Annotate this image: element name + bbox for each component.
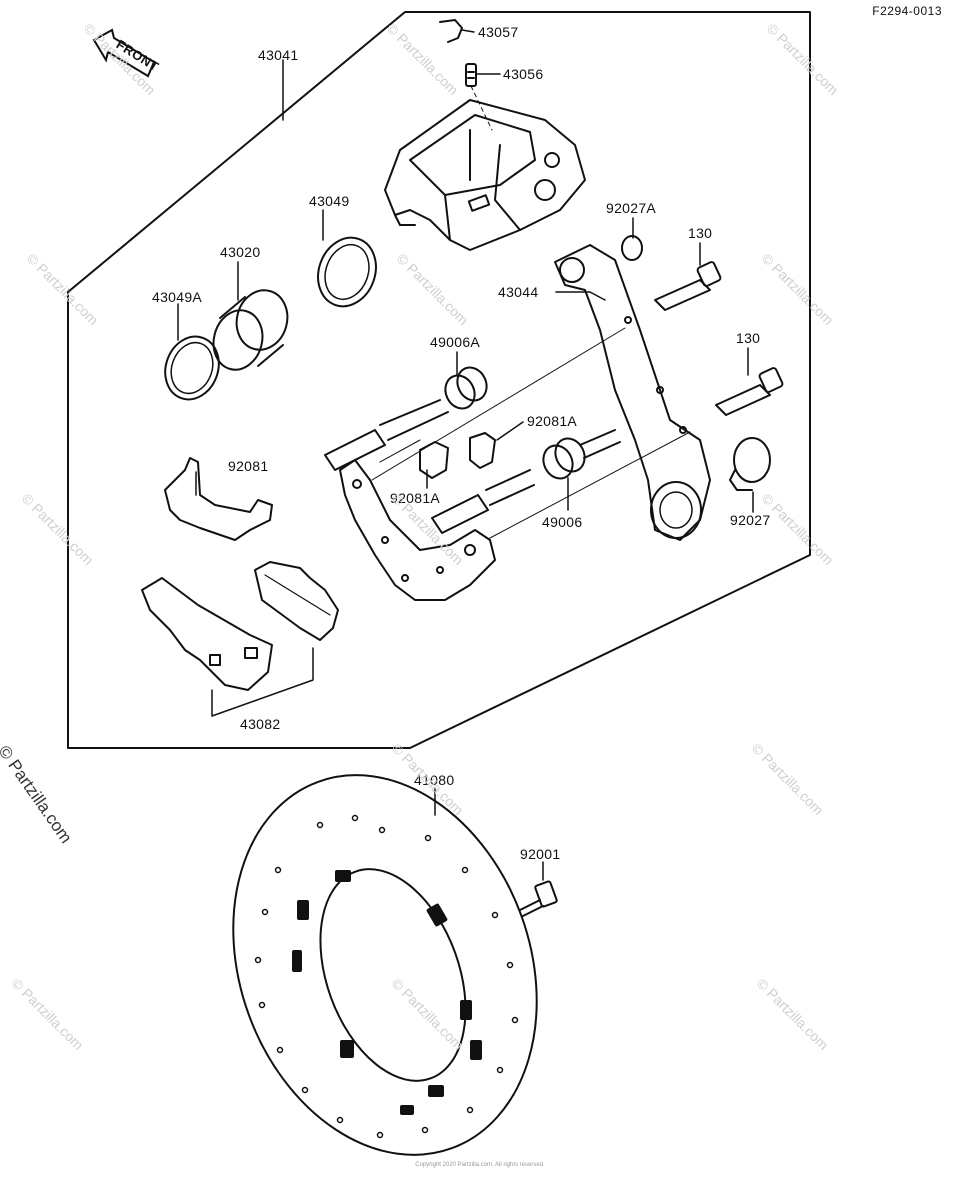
caliper-bracket-part xyxy=(554,244,711,541)
pad-spring-part xyxy=(164,457,273,541)
pads-bracket-line xyxy=(211,647,314,717)
callout-43049A: 43049A xyxy=(152,289,203,305)
callout-92027: 92027 xyxy=(730,512,771,528)
brake-disc-part xyxy=(232,774,538,1156)
callout-43082: 43082 xyxy=(240,716,281,732)
clip-part xyxy=(439,19,463,43)
callout-43044: 43044 xyxy=(498,284,539,300)
callout-43049: 43049 xyxy=(309,193,350,209)
assembly-guide-lines xyxy=(371,327,691,539)
bleed-valve-part xyxy=(465,63,501,131)
assembly-outline xyxy=(67,11,811,749)
callout-92081A-lower: 92081A xyxy=(390,490,441,506)
slide-pin-upper xyxy=(324,399,449,471)
piston-part xyxy=(212,289,289,371)
retainer-upper-part xyxy=(469,432,496,469)
callout-49006A: 49006A xyxy=(430,334,481,350)
caliper-body-part xyxy=(384,99,586,251)
collar-92027-part xyxy=(729,437,771,491)
disc-bolt-part xyxy=(519,880,558,917)
bolt-130-lower-part xyxy=(715,367,784,416)
reference-code: F2294-0013 xyxy=(872,4,942,18)
callout-43041: 43041 xyxy=(258,47,299,63)
callout-92001: 92001 xyxy=(520,846,561,862)
callout-43057: 43057 xyxy=(478,24,519,40)
callout-130-upper: 130 xyxy=(688,225,713,241)
boot-49006A xyxy=(444,366,488,410)
slide-pin-lower xyxy=(431,469,535,534)
callout-43020: 43020 xyxy=(220,244,261,260)
callout-92081: 92081 xyxy=(228,458,269,474)
callout-43056: 43056 xyxy=(503,66,544,82)
pad-holder-part xyxy=(339,459,496,601)
callout-92027A: 92027A xyxy=(606,200,657,216)
callout-130-lower: 130 xyxy=(736,330,761,346)
front-arrow-icon xyxy=(92,28,156,78)
copyright-footer: Copyright 2020 Partzilla.com. All rights… xyxy=(415,1162,545,1168)
collar-92027A-part xyxy=(621,235,643,261)
bolt-130-upper-part xyxy=(654,261,722,311)
callout-92081A-upper: 92081A xyxy=(527,413,578,429)
retainer-lower-part xyxy=(419,441,449,479)
callout-49006: 49006 xyxy=(542,514,583,530)
leader-lines xyxy=(177,59,754,881)
front-direction-arrow: FRONT xyxy=(92,28,162,88)
callout-41080: 41080 xyxy=(414,772,455,788)
boot-49006 xyxy=(542,429,621,480)
seal-part xyxy=(317,236,377,308)
brake-pads-part xyxy=(141,561,339,691)
dust-seal-part xyxy=(164,335,220,401)
